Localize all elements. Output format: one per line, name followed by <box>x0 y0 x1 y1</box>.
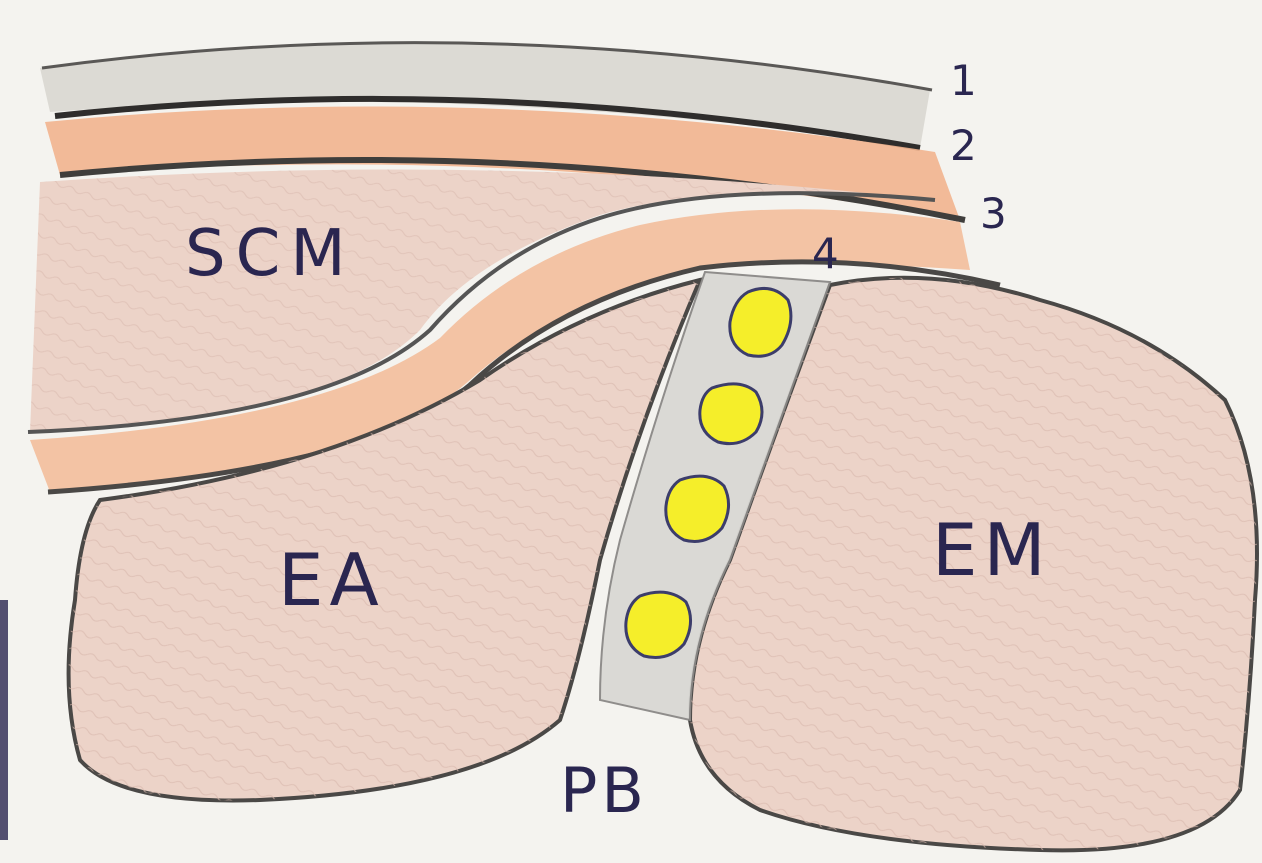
label-layer-2: 2 <box>950 121 977 170</box>
nerve-root-4 <box>626 592 691 657</box>
nerve-root-1 <box>730 288 791 356</box>
label-layer-4: 4 <box>812 229 839 278</box>
label-em: EM <box>932 508 1052 592</box>
label-scm: SCM <box>185 217 356 291</box>
label-pb: PB <box>560 754 648 827</box>
nerve-root-2 <box>700 384 762 444</box>
label-ea: EA <box>278 538 385 622</box>
label-layer-3: 3 <box>980 189 1007 238</box>
nerve-root-3 <box>666 476 729 541</box>
label-layer-1: 1 <box>950 56 977 105</box>
scan-edge-mark <box>0 600 8 840</box>
